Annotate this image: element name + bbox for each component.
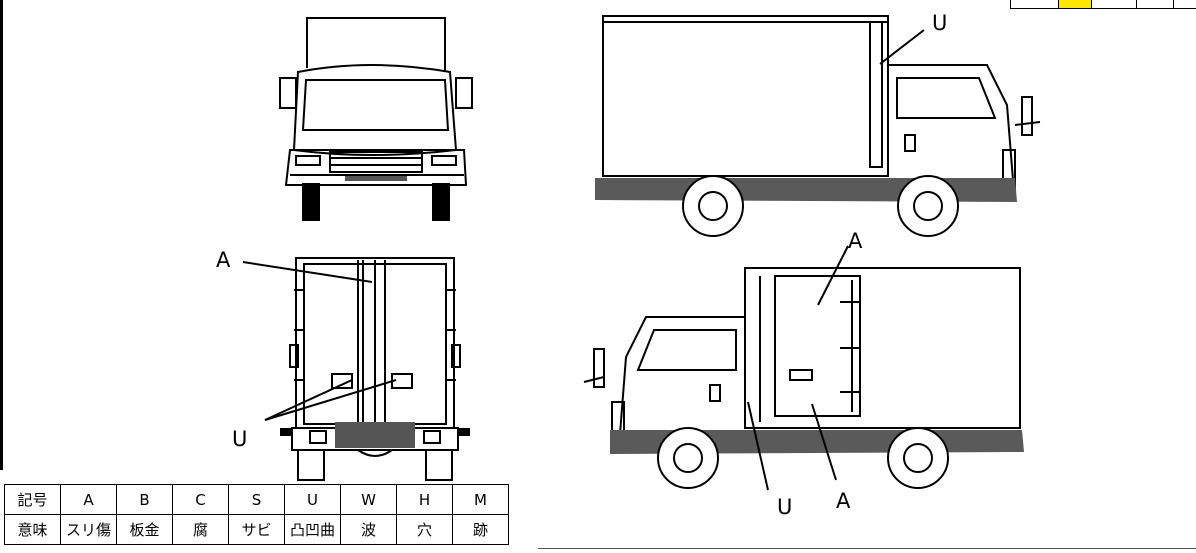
label-u-right-side: U [932, 11, 948, 35]
legend-code-u: U [284, 484, 341, 515]
legend-code-s: S [228, 484, 285, 515]
truck-rear-view [280, 257, 470, 481]
label-a-left-side-bottom: A [836, 489, 851, 513]
legend-meaning-b: 板金 [116, 514, 173, 545]
legend-meaning-c: 腐 [172, 514, 229, 545]
left-border [0, 0, 3, 470]
legend-meaning-a: スリ傷 [60, 514, 117, 545]
label-a-rear: A [216, 248, 231, 272]
truck-left-side-view [583, 267, 1024, 489]
label-a-left-side-top: A [848, 229, 863, 253]
legend-code-row: 記号 A B C S U W H M [4, 484, 509, 515]
legend-meaning-u: 凸凹曲 [284, 514, 341, 545]
legend-meaning-w: 波 [340, 514, 397, 545]
legend-code-m: M [452, 484, 509, 515]
legend-code-w: W [340, 484, 397, 515]
truck-front-view [279, 17, 473, 221]
legend-header-cell: 記号 [4, 484, 61, 515]
legend-code-b: B [116, 484, 173, 515]
label-u-rear: U [232, 427, 248, 451]
highlighted-cell [1058, 0, 1091, 8]
legend-meaning-row: 意味 スリ傷 板金 腐 サビ 凸凹曲 波 穴 跡 [4, 514, 509, 545]
damage-legend-table: 記号 A B C S U W H M 意味 スリ傷 板金 腐 サビ 凸凹曲 波 … [4, 484, 509, 545]
legend-code-a: A [60, 484, 117, 515]
label-u-left-side: U [777, 495, 793, 519]
top-right-strip [1010, 0, 1196, 9]
legend-meaning-h: 穴 [396, 514, 453, 545]
legend-meaning-header: 意味 [4, 514, 61, 545]
legend-code-c: C [172, 484, 229, 515]
legend-meaning-s: サビ [228, 514, 285, 545]
truck-right-side-view [595, 15, 1041, 237]
bottom-border [538, 548, 1196, 549]
legend-code-h: H [396, 484, 453, 515]
legend-meaning-m: 跡 [452, 514, 509, 545]
